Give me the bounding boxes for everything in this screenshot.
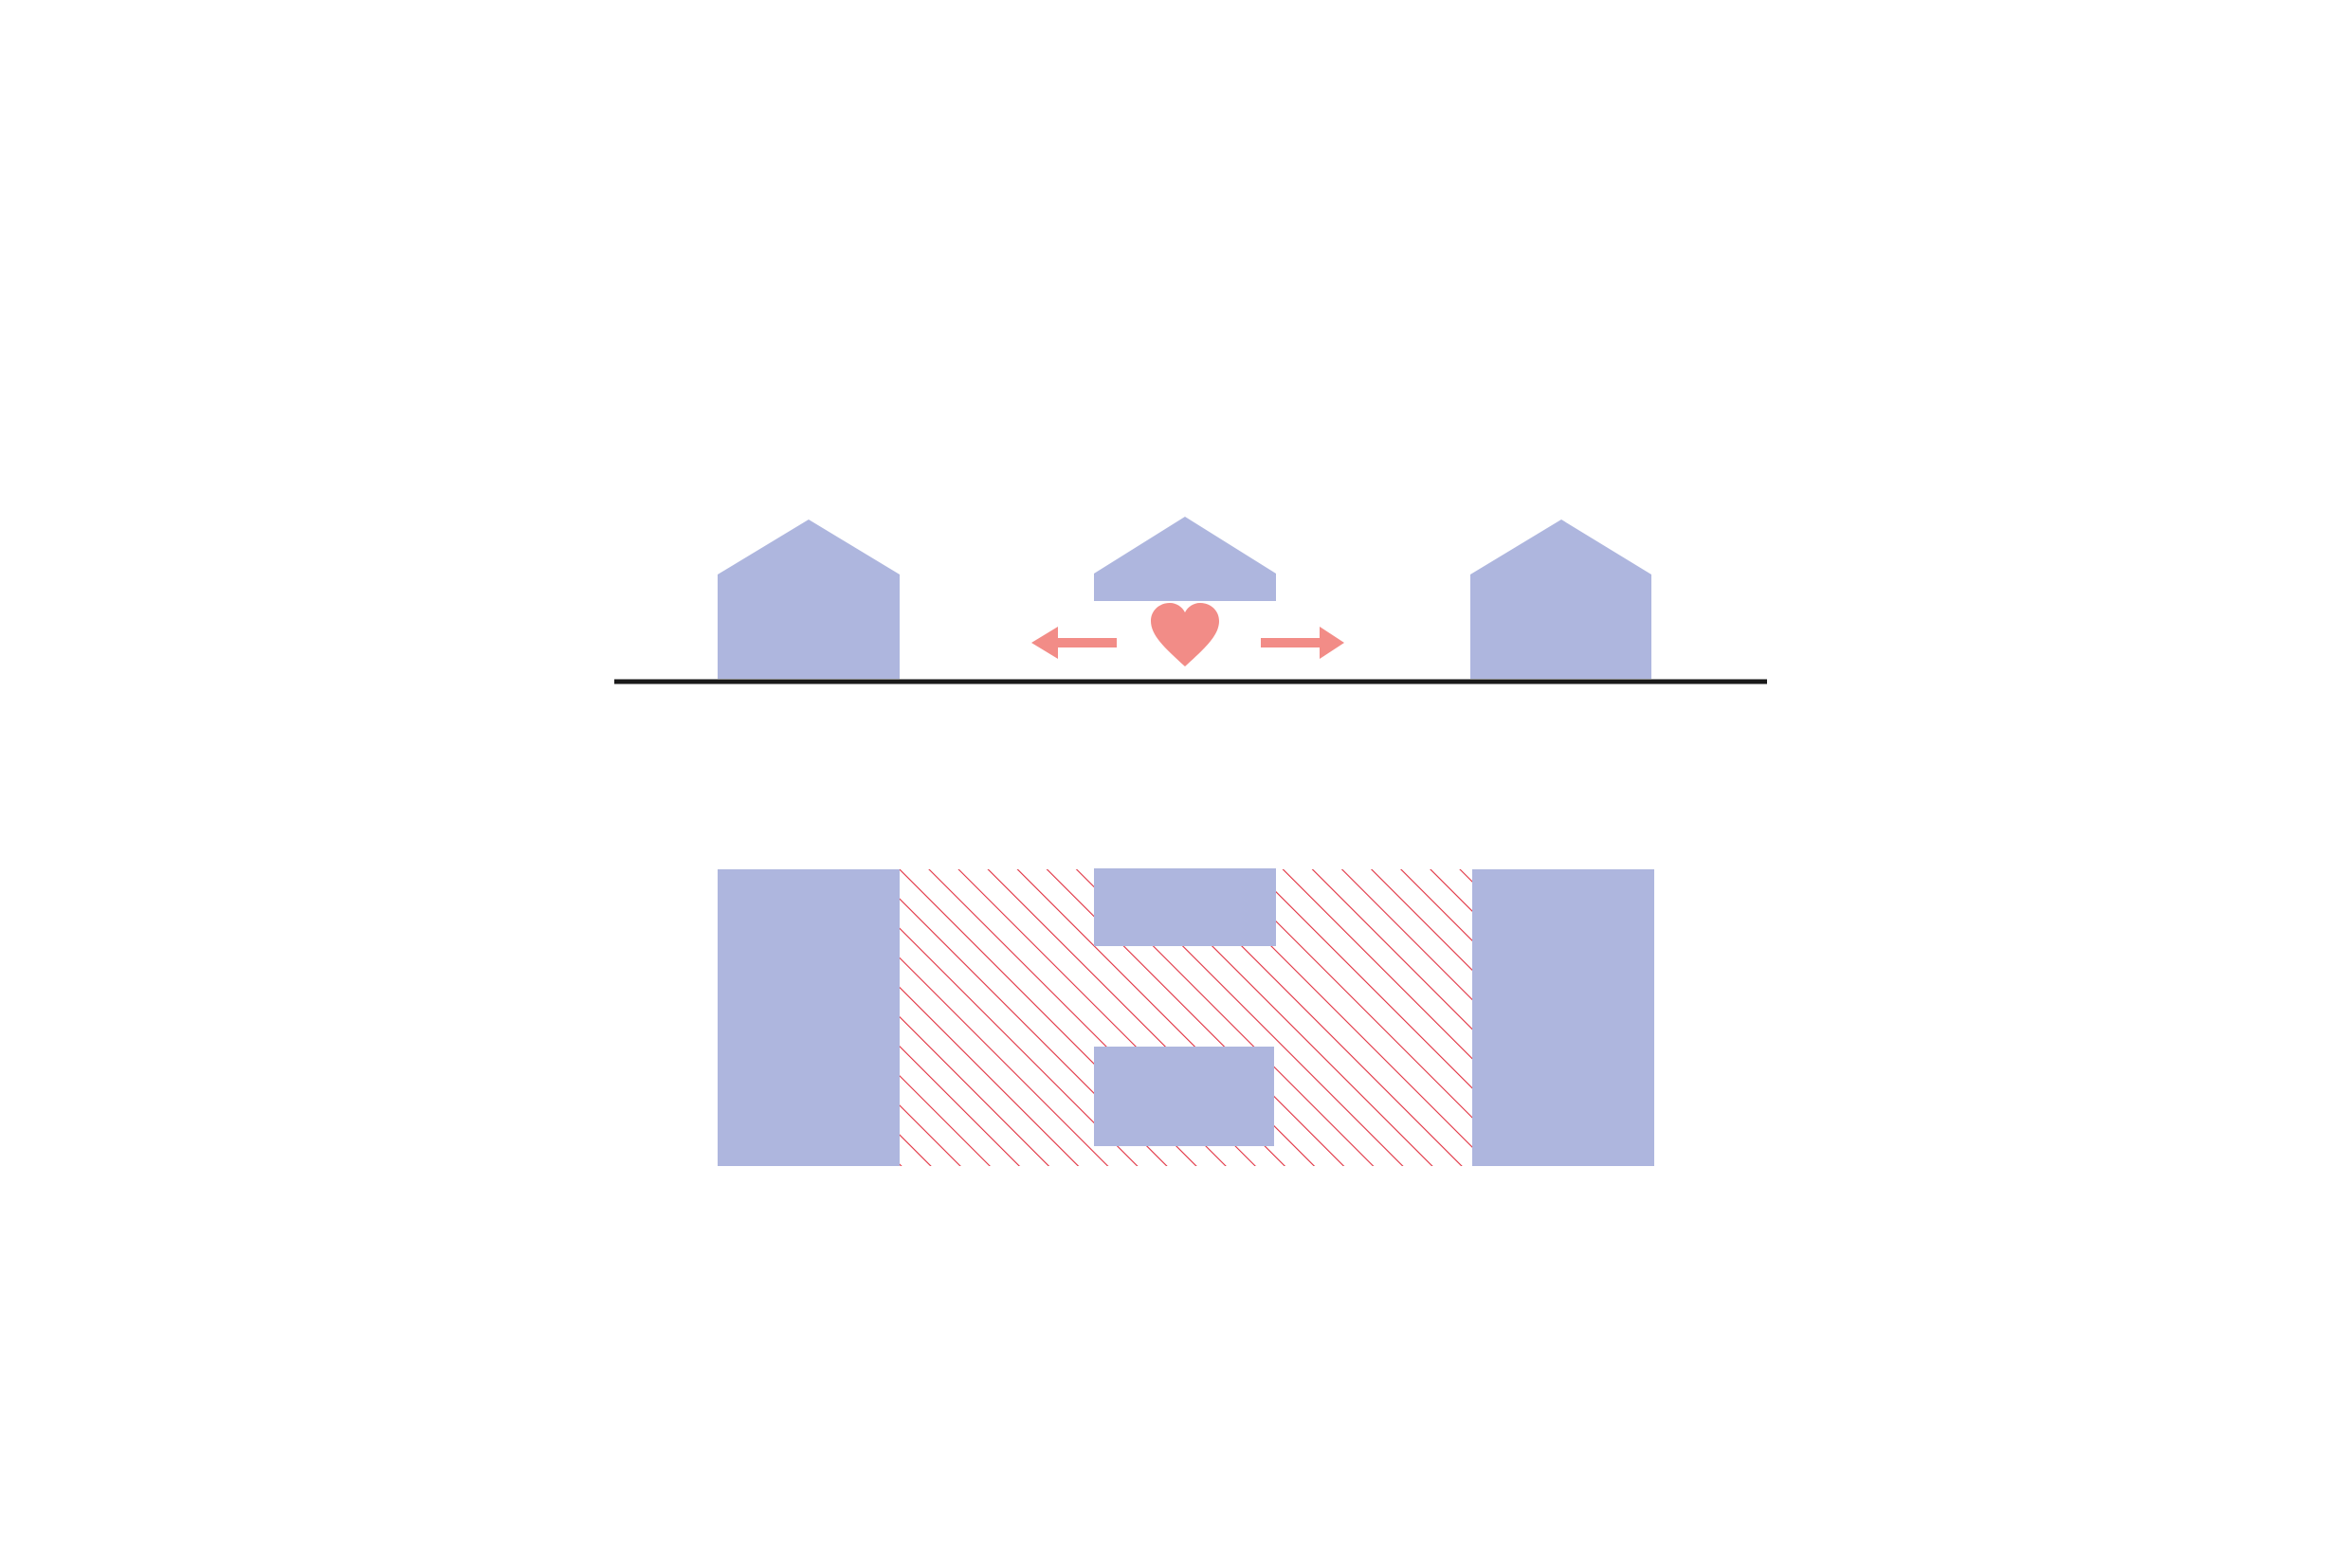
center-house bbox=[1094, 517, 1276, 601]
heart-icon bbox=[1151, 603, 1219, 666]
plan-view bbox=[718, 868, 1654, 1166]
section-view bbox=[614, 517, 1767, 684]
left-house bbox=[718, 520, 900, 679]
arrow-left-icon bbox=[1031, 627, 1117, 659]
left-block bbox=[718, 869, 900, 1166]
right-house bbox=[1470, 520, 1651, 679]
center-top-block bbox=[1094, 868, 1276, 946]
center-bottom-block bbox=[1094, 1047, 1274, 1146]
right-block bbox=[1472, 869, 1654, 1166]
arrow-right-icon bbox=[1261, 627, 1344, 659]
